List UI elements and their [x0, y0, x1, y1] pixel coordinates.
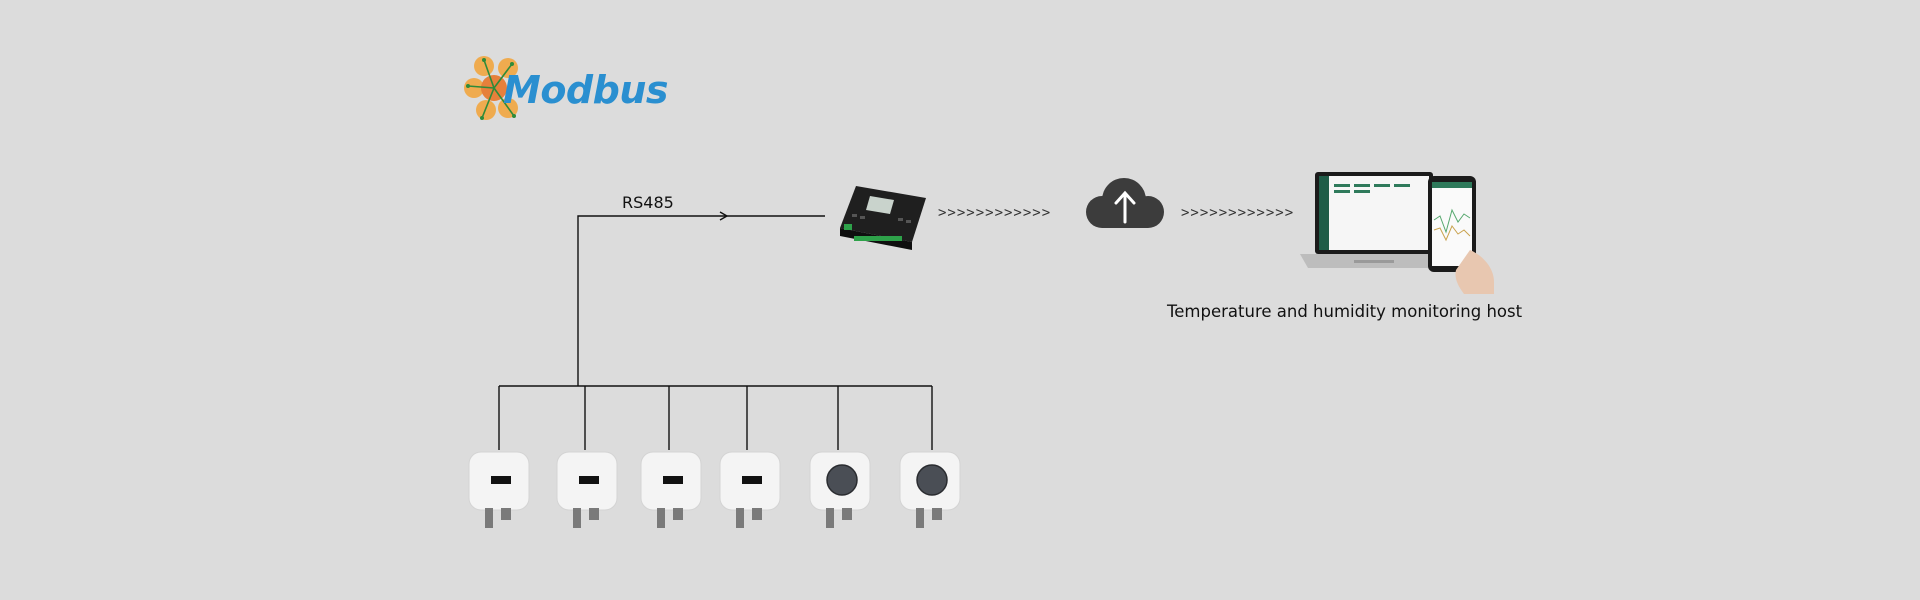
sensor-1-icon [468, 451, 530, 528]
sensor-3-icon [640, 451, 702, 528]
sensor-4-icon [719, 451, 781, 528]
sensor-6-icon [899, 451, 961, 528]
host-label: Temperature and humidity monitoring host [1167, 302, 1523, 321]
link-arrows-gateway-cloud: >>>>>>>>>>>> [938, 205, 1052, 221]
data-collector-icon [840, 186, 926, 250]
sensor-2-icon [556, 451, 618, 528]
rs485-label: RS485 [622, 193, 674, 212]
modbus-logo-icon [464, 56, 518, 120]
modbus-logo-text: Modbus [503, 68, 669, 112]
cloud-upload-icon [1086, 178, 1164, 228]
sensor-5-icon [809, 451, 871, 528]
link-arrows-cloud-host: >>>>>>>>>>>> [1181, 205, 1295, 221]
laptop-phone-icon [1300, 172, 1494, 294]
